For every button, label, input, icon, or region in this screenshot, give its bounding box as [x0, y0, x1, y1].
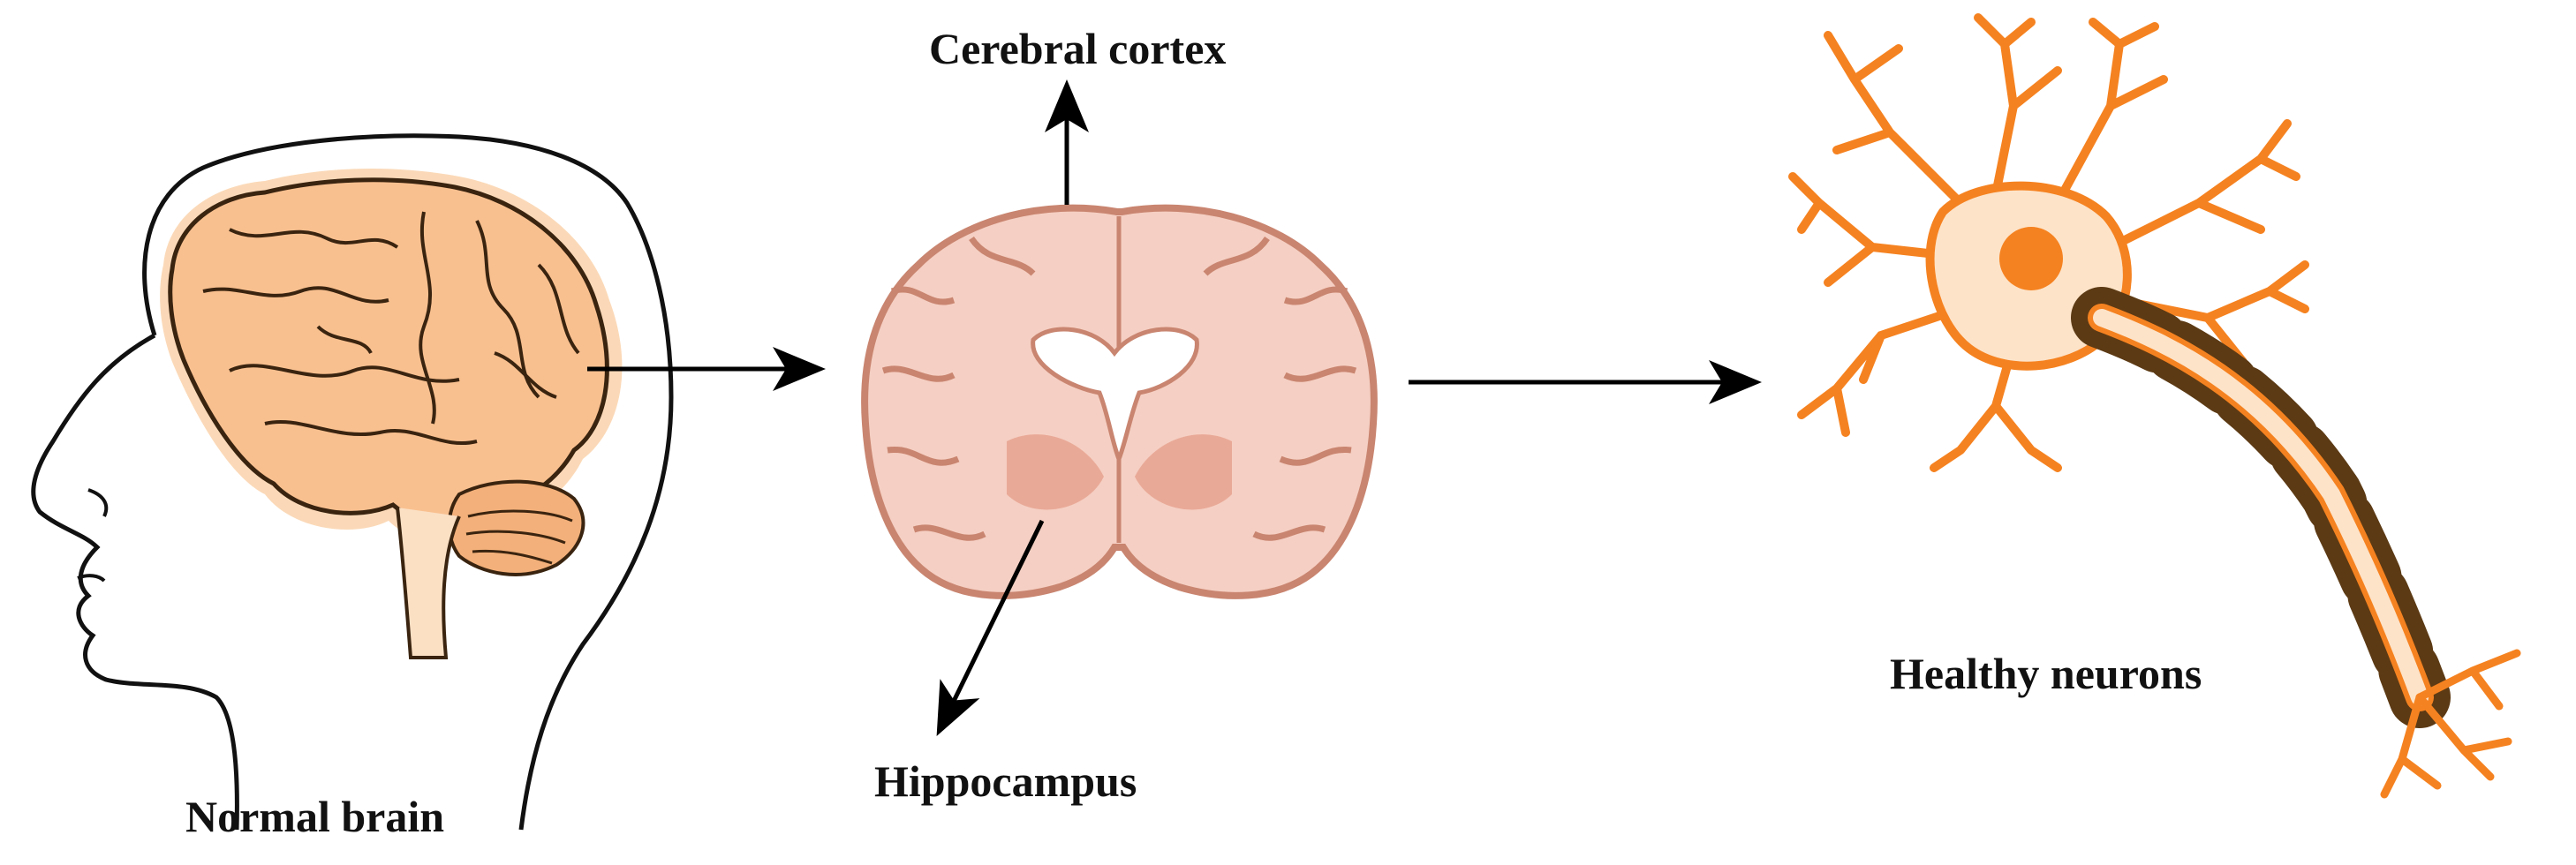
coronal-brain-section-icon	[861, 204, 1378, 599]
arrow-to-hippocampus	[936, 519, 1045, 736]
label-normal-brain: Normal brain	[185, 792, 445, 841]
label-cerebral-cortex: Cerebral cortex	[929, 24, 1227, 73]
head-profile-icon	[31, 133, 674, 831]
neuron-icon	[1788, 13, 2521, 799]
brain-icon	[160, 168, 623, 659]
label-healthy-neurons: Healthy neurons	[1890, 649, 2202, 698]
label-hippocampus: Hippocampus	[874, 756, 1137, 806]
